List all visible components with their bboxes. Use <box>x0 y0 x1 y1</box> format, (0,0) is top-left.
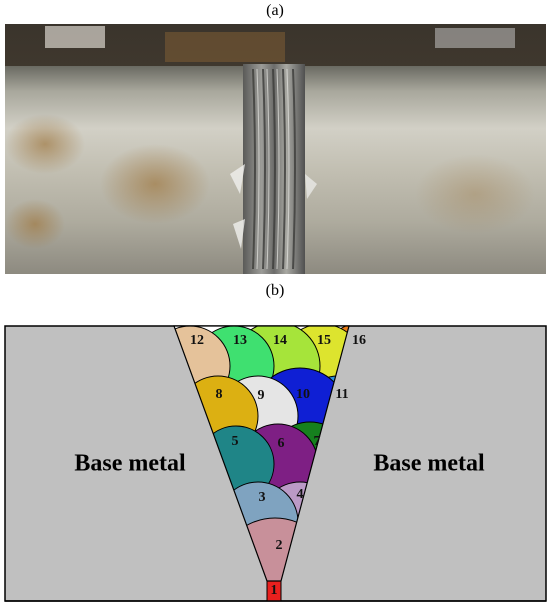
bead-label-15: 15 <box>317 333 331 348</box>
base-metal-label-left: Base metal <box>74 451 186 477</box>
bead-label-5: 5 <box>232 434 239 449</box>
weld-bead-diagram: 1 2 3 4 5 6 7 8 9 10 11 12 13 14 15 16 B… <box>4 325 547 602</box>
weld-photo <box>5 24 546 274</box>
bead-label-12: 12 <box>190 333 204 348</box>
bead-label-16: 16 <box>352 333 366 348</box>
bead-label-10: 10 <box>296 387 310 402</box>
base-metal-label-right: Base metal <box>373 451 485 477</box>
bead-label-3: 3 <box>259 490 266 505</box>
bead-label-2: 2 <box>276 538 283 553</box>
panel-label-a: (a) <box>266 2 284 19</box>
bead-label-4: 4 <box>297 487 304 502</box>
bead-label-13: 13 <box>233 333 247 348</box>
panel-label-b: (b) <box>265 282 285 299</box>
bead-label-9: 9 <box>258 388 265 403</box>
bead-label-14: 14 <box>273 333 287 348</box>
bead-label-1: 1 <box>271 583 278 598</box>
bead-label-11: 11 <box>335 387 348 402</box>
bead-label-6: 6 <box>278 436 285 451</box>
bead-label-8: 8 <box>216 387 223 402</box>
bead-label-7: 7 <box>314 434 321 449</box>
